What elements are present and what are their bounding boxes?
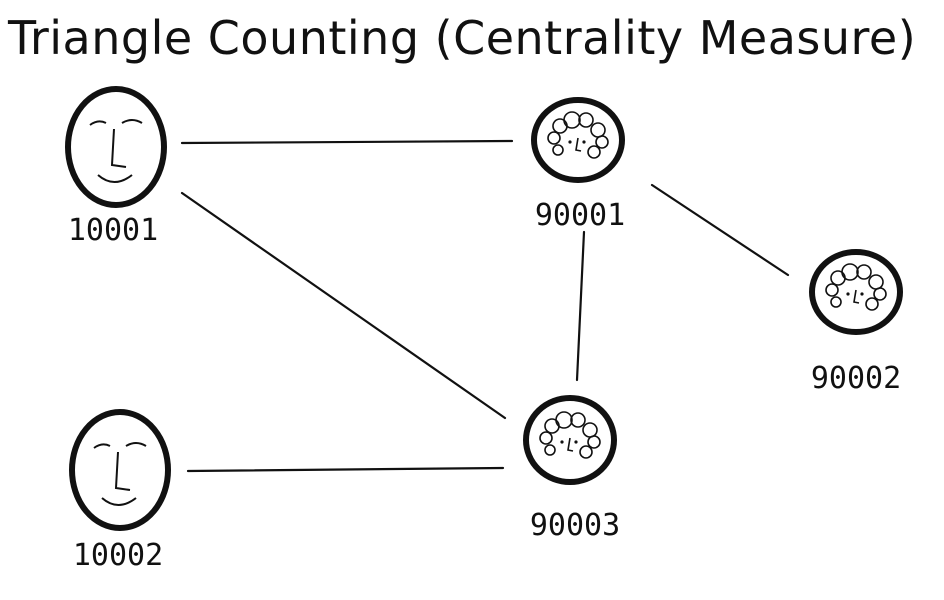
node-90003[interactable]: 90003 [523, 395, 620, 543]
node-10001[interactable]: 10001 [65, 86, 167, 248]
node-90001[interactable]: 90001 [531, 97, 625, 233]
node-label: 90001 [535, 198, 625, 233]
woman-face-icon [531, 97, 625, 183]
edges-layer [180, 139, 790, 473]
woman-face-icon [809, 249, 903, 335]
node-90002[interactable]: 90002 [809, 249, 903, 396]
node-label: 10002 [73, 538, 163, 573]
edge-10001-90001 [180, 139, 514, 145]
man-face-icon [65, 86, 167, 208]
woman-face-icon [523, 395, 617, 485]
edge-90001-90003 [575, 230, 586, 382]
edge-10002-90003 [186, 466, 505, 473]
nodes-layer: 10001 10002 90001 90002 90003 [65, 86, 903, 573]
edge-10001-90003 [180, 191, 507, 420]
node-label: 10001 [68, 213, 158, 248]
page-title: Triangle Counting (Centrality Measure) [8, 11, 917, 65]
node-label: 90002 [811, 361, 901, 396]
node-10002[interactable]: 10002 [69, 409, 171, 573]
edge-90001-90002 [650, 183, 790, 277]
node-label: 90003 [530, 508, 620, 543]
man-face-icon [69, 409, 171, 531]
